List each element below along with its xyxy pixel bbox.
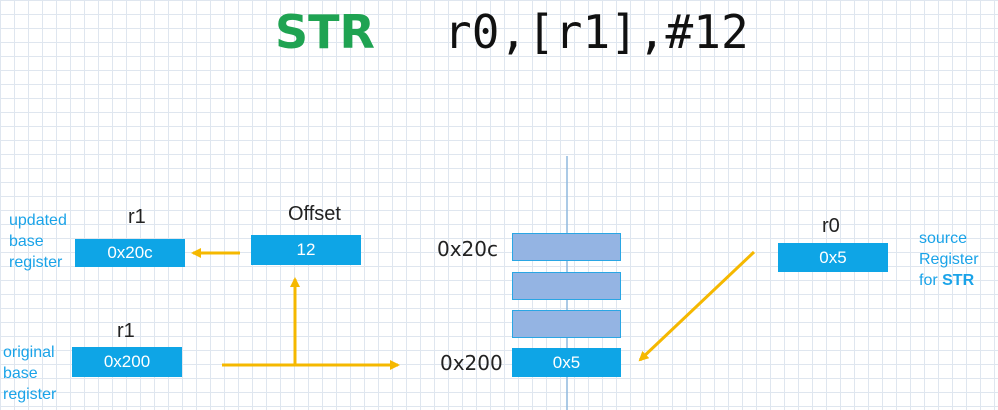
instruction-mnemonic: STR	[275, 5, 375, 59]
memory-cell-0x208	[512, 272, 621, 300]
memory-cell-0x20c	[512, 233, 621, 261]
note-word: Register	[919, 251, 979, 268]
note-line: for STR	[919, 270, 979, 291]
note-word: base	[3, 365, 38, 382]
note-word: register	[3, 386, 57, 403]
note-word: updated	[9, 212, 67, 229]
original-base-register-note: original base register	[3, 342, 56, 405]
updated-base-register-note: updated base register	[9, 210, 67, 273]
offset-label: Offset	[288, 203, 341, 225]
arrow-r0-to-memory	[638, 250, 756, 362]
r0-box: 0x5	[778, 243, 888, 272]
memory-cell-0x200: 0x5	[512, 348, 621, 377]
updated-r1-box: 0x20c	[75, 239, 185, 267]
memory-address-top: 0x20c	[437, 237, 499, 261]
note-word: register	[9, 254, 63, 271]
offset-box: 12	[251, 235, 361, 265]
r0-label: r0	[822, 215, 840, 237]
memory-cell-0x204	[512, 310, 621, 338]
note-word: original	[3, 344, 55, 361]
original-r1-label: r1	[117, 320, 135, 342]
updated-r1-label: r1	[128, 206, 146, 228]
note-word: source	[919, 230, 968, 247]
note-word: base	[9, 233, 44, 250]
original-r1-box: 0x200	[72, 347, 182, 377]
instruction-operands: r0,[r1],#12	[444, 5, 749, 59]
memory-address-bottom: 0x200	[440, 351, 503, 375]
note-word-bold: STR	[942, 272, 975, 289]
source-register-note: source Register for STR	[919, 228, 979, 291]
note-word: for	[919, 272, 938, 289]
